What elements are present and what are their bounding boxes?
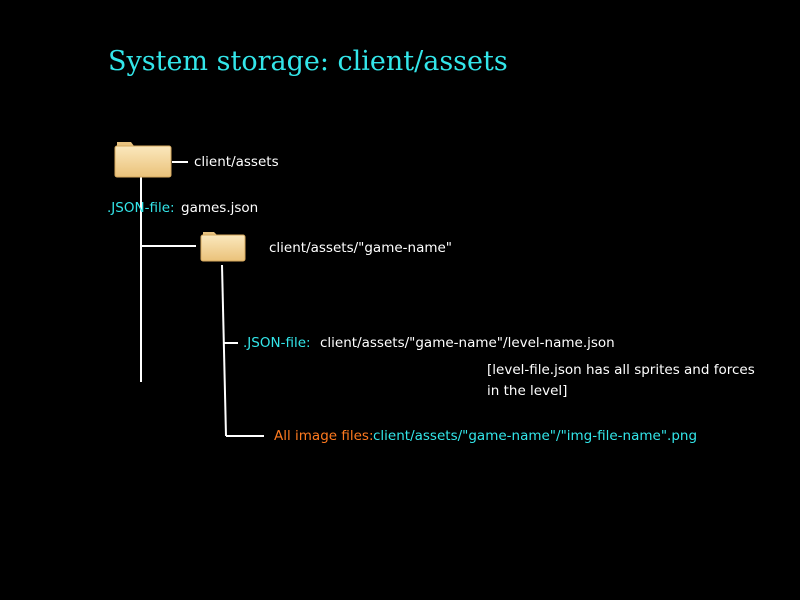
game-vertical-line (221, 264, 227, 437)
page-title: System storage: client/assets (108, 46, 508, 77)
game-folder-label: client/assets/"game-name" (269, 240, 453, 256)
level-json-file: client/assets/"game-name"/level-name.jso… (320, 335, 615, 351)
root-json-type-label: .JSON-file: (107, 200, 175, 216)
folder-icon (200, 232, 246, 262)
images-path: client/assets/"game-name"/"img-file-name… (373, 428, 698, 444)
root-json-file: games.json (181, 200, 259, 216)
images-type-label: All image files: (274, 428, 374, 444)
level-json-type-label: .JSON-file: (243, 335, 311, 351)
folder-icon (114, 142, 172, 178)
root-folder-label: client/assets (194, 154, 279, 170)
level-json-note: [level-file.json has all sprites and for… (487, 362, 755, 399)
